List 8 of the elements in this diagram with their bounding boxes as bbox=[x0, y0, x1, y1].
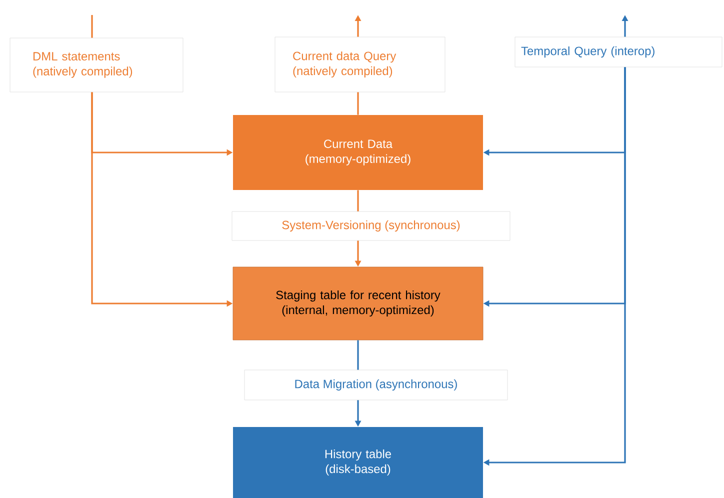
query-box: Current data Query (natively compiled) bbox=[274, 36, 446, 92]
table-box: History table (disk-based) bbox=[233, 427, 483, 498]
table-box: Staging table for recent history (internal, memory-optimized) bbox=[232, 266, 484, 340]
edge-label: System-Versioning (synchronous) bbox=[232, 211, 510, 241]
edge-label: Data Migration (asynchronous) bbox=[244, 370, 508, 400]
table-box: Current Data (memory-optimized) bbox=[233, 115, 483, 190]
query-box: Temporal Query (interop) bbox=[514, 36, 722, 68]
statement-box: DML statements (natively compiled) bbox=[10, 38, 184, 92]
